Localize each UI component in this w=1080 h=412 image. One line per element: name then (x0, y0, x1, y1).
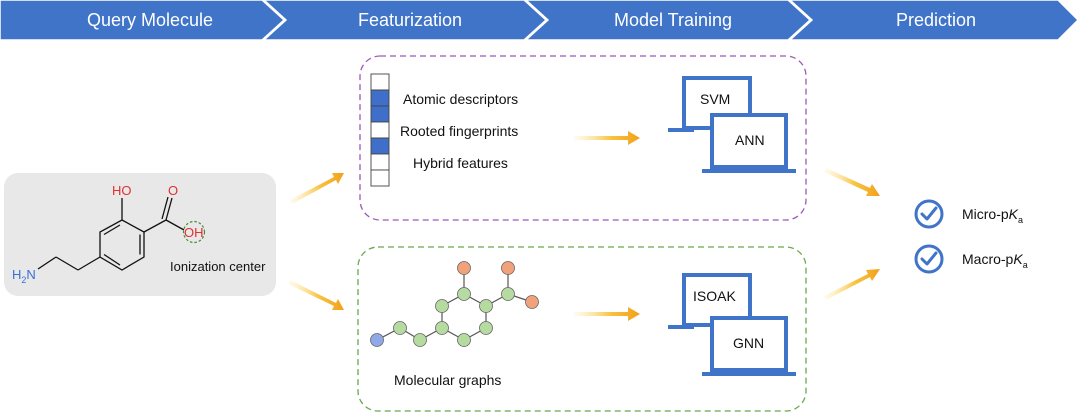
check-circle-icon (914, 199, 944, 229)
graph-node-carbon (413, 333, 427, 347)
prediction-item-micro: Micro-pKa (914, 199, 1023, 229)
prediction-label-micro: Micro-pKa (962, 206, 1023, 225)
graph-node-carbon (393, 321, 407, 335)
carbonyl-o-label: O (168, 183, 178, 198)
feature-cell (370, 137, 390, 155)
ring-double-bond (103, 253, 121, 266)
graph-node-carbon (435, 299, 449, 313)
graph-node-nitrogen (370, 333, 384, 347)
feature-vector-bar (370, 73, 390, 187)
arrow-icon (574, 307, 640, 321)
graph-node-oxygen (501, 261, 515, 275)
graph-node-oxygen (525, 295, 539, 309)
bond-carboxyl (143, 219, 167, 233)
graph-nodes (370, 261, 539, 347)
molecule-structure (37, 196, 185, 271)
model-group-top: SVM ANN (668, 76, 796, 173)
ring-double-bond (103, 224, 121, 236)
model-label-svm: SVM (700, 91, 730, 107)
check-circle-icon (914, 244, 944, 274)
step-chevron-prediction (788, 0, 1080, 41)
graph-node-carbon (501, 287, 515, 301)
amine-label: H2N (12, 267, 36, 285)
arrow-icon (288, 280, 344, 310)
descriptor-item-hybrid: Hybrid features (413, 155, 508, 171)
feature-cell (370, 121, 390, 139)
step-chevron-query (0, 0, 286, 41)
descriptor-item-rooted: Rooted fingerprints (400, 123, 518, 139)
prediction-label-macro: Macro-pKa (962, 251, 1028, 270)
graph-label: Molecular graphs (394, 372, 501, 388)
step-chevron-featurization (262, 0, 548, 41)
flow-arrows (288, 131, 880, 321)
step-label-query: Query Molecule (87, 10, 213, 30)
query-molecule-panel: HO O OH H2N Ionization center (4, 173, 276, 296)
arrow-icon (824, 168, 880, 196)
graph-node-carbon (479, 299, 493, 313)
step-label-prediction: Prediction (896, 10, 976, 30)
graph-node-carbon (457, 287, 471, 301)
computer-icon (702, 113, 796, 173)
bond-c-oh (165, 219, 185, 231)
descriptor-feature-box: Atomic descriptors Rooted fingerprints H… (359, 55, 807, 221)
descriptor-item-atomic: Atomic descriptors (403, 91, 518, 107)
feature-cell (370, 89, 390, 107)
prediction-list: Micro-pKa Macro-pKa (914, 199, 1028, 274)
graph-node-carbon (479, 321, 493, 335)
bond-chain (37, 256, 57, 270)
check-icon (920, 206, 938, 221)
feature-cell (370, 105, 390, 123)
step-chevron-training (524, 0, 812, 41)
step-label-featurization: Featurization (358, 10, 462, 30)
bond-carbonyl (165, 197, 173, 221)
bond-chain (55, 256, 79, 271)
model-label-ann: ANN (735, 132, 765, 148)
ionizable-oh-label: OH (184, 225, 204, 240)
graph-node-carbon (457, 333, 471, 347)
feature-cell (370, 153, 390, 171)
feature-cell (370, 73, 390, 91)
bond-chain (77, 256, 101, 271)
header-bar: Query Molecule Featurization Model Train… (0, 0, 1080, 41)
arrow-icon (574, 131, 640, 145)
ionization-center-label: Ionization center (170, 259, 266, 274)
check-icon (920, 251, 938, 266)
graph-node-carbon (435, 321, 449, 335)
ionization-center-marker (182, 220, 206, 244)
model-label-isoak: ISOAK (693, 288, 736, 304)
feature-cell (370, 169, 390, 187)
graph-box-border (357, 246, 807, 412)
hydroxyl-label: HO (112, 183, 132, 198)
arrow-icon (824, 269, 880, 300)
arrow-icon (290, 173, 344, 204)
bond-carbonyl-double (161, 196, 169, 220)
prediction-item-macro: Macro-pKa (914, 244, 1028, 274)
model-group-bottom: ISOAK GNN (668, 273, 796, 376)
model-label-gnn: GNN (733, 335, 764, 351)
computer-icon (702, 316, 796, 376)
graph-feature-box: Molecular graphs (357, 246, 807, 412)
step-label-training: Model Training (614, 10, 732, 30)
graph-node-oxygen (457, 261, 471, 275)
descriptor-box-border (359, 55, 807, 221)
